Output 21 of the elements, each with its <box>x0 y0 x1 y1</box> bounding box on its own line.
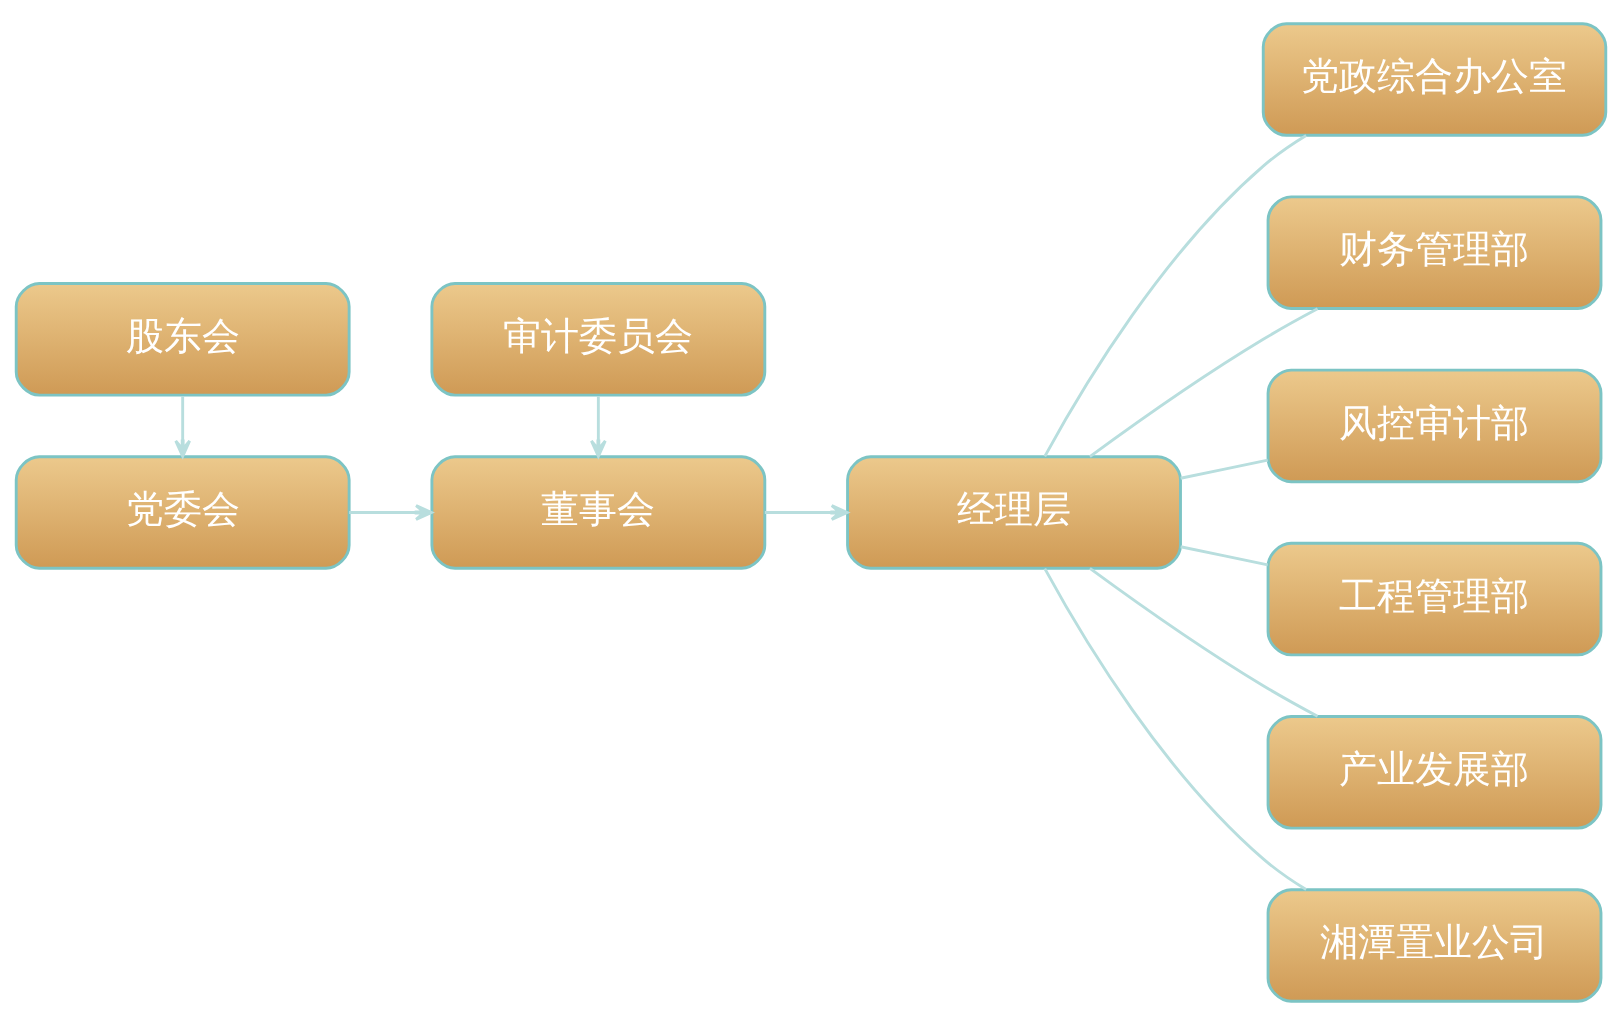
node-box: 财务管理部 <box>1266 194 1603 310</box>
node-box: 风控审计部 <box>1266 368 1603 483</box>
arrow <box>349 503 433 521</box>
node-box: 工程管理部 <box>1266 541 1603 656</box>
node-box: 党政综合办公室 <box>1261 21 1608 137</box>
connector <box>1180 544 1269 566</box>
node-box: 审计委员会 <box>430 281 767 397</box>
node-box: 产业发展部 <box>1266 714 1603 830</box>
arrow <box>174 395 192 458</box>
connector <box>1089 307 1319 458</box>
node-box: 经理层 <box>846 454 1182 570</box>
connector <box>1180 458 1269 480</box>
node-box: 董事会 <box>430 454 767 570</box>
node-box: 党委会 <box>14 454 351 570</box>
connector <box>1043 567 1307 891</box>
connector <box>1089 566 1319 717</box>
connector <box>1043 133 1307 457</box>
arrow <box>764 503 849 521</box>
node-box: 湘潭置业公司 <box>1266 887 1603 1003</box>
arrow <box>589 395 607 458</box>
node-box: 股东会 <box>14 281 351 397</box>
